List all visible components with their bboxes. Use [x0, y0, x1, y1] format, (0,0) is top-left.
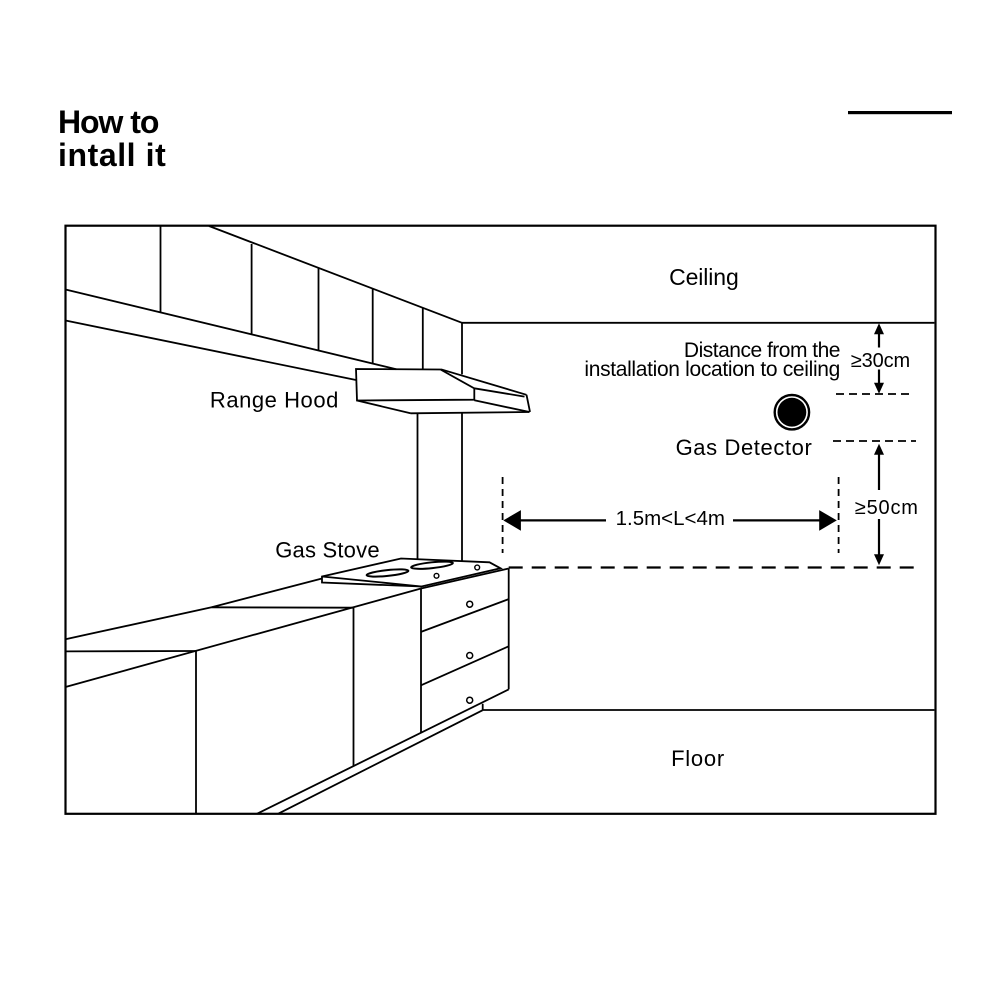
svg-text:intall it: intall it: [58, 137, 166, 173]
svg-text:1.5m<L<4m: 1.5m<L<4m: [616, 507, 725, 530]
svg-text:Ceiling: Ceiling: [669, 264, 739, 290]
svg-text:≥50cm: ≥50cm: [855, 497, 919, 519]
svg-text:installation location to ceili: installation location to ceiling: [584, 358, 840, 381]
svg-text:Gas Stove: Gas Stove: [275, 537, 380, 562]
svg-text:Gas Detector: Gas Detector: [676, 435, 813, 460]
svg-text:Range Hood: Range Hood: [210, 388, 339, 413]
svg-text:Floor: Floor: [671, 746, 725, 771]
svg-text:Distance from the: Distance from the: [684, 339, 840, 362]
svg-text:How to: How to: [58, 104, 159, 140]
svg-text:≥30cm: ≥30cm: [851, 350, 910, 372]
